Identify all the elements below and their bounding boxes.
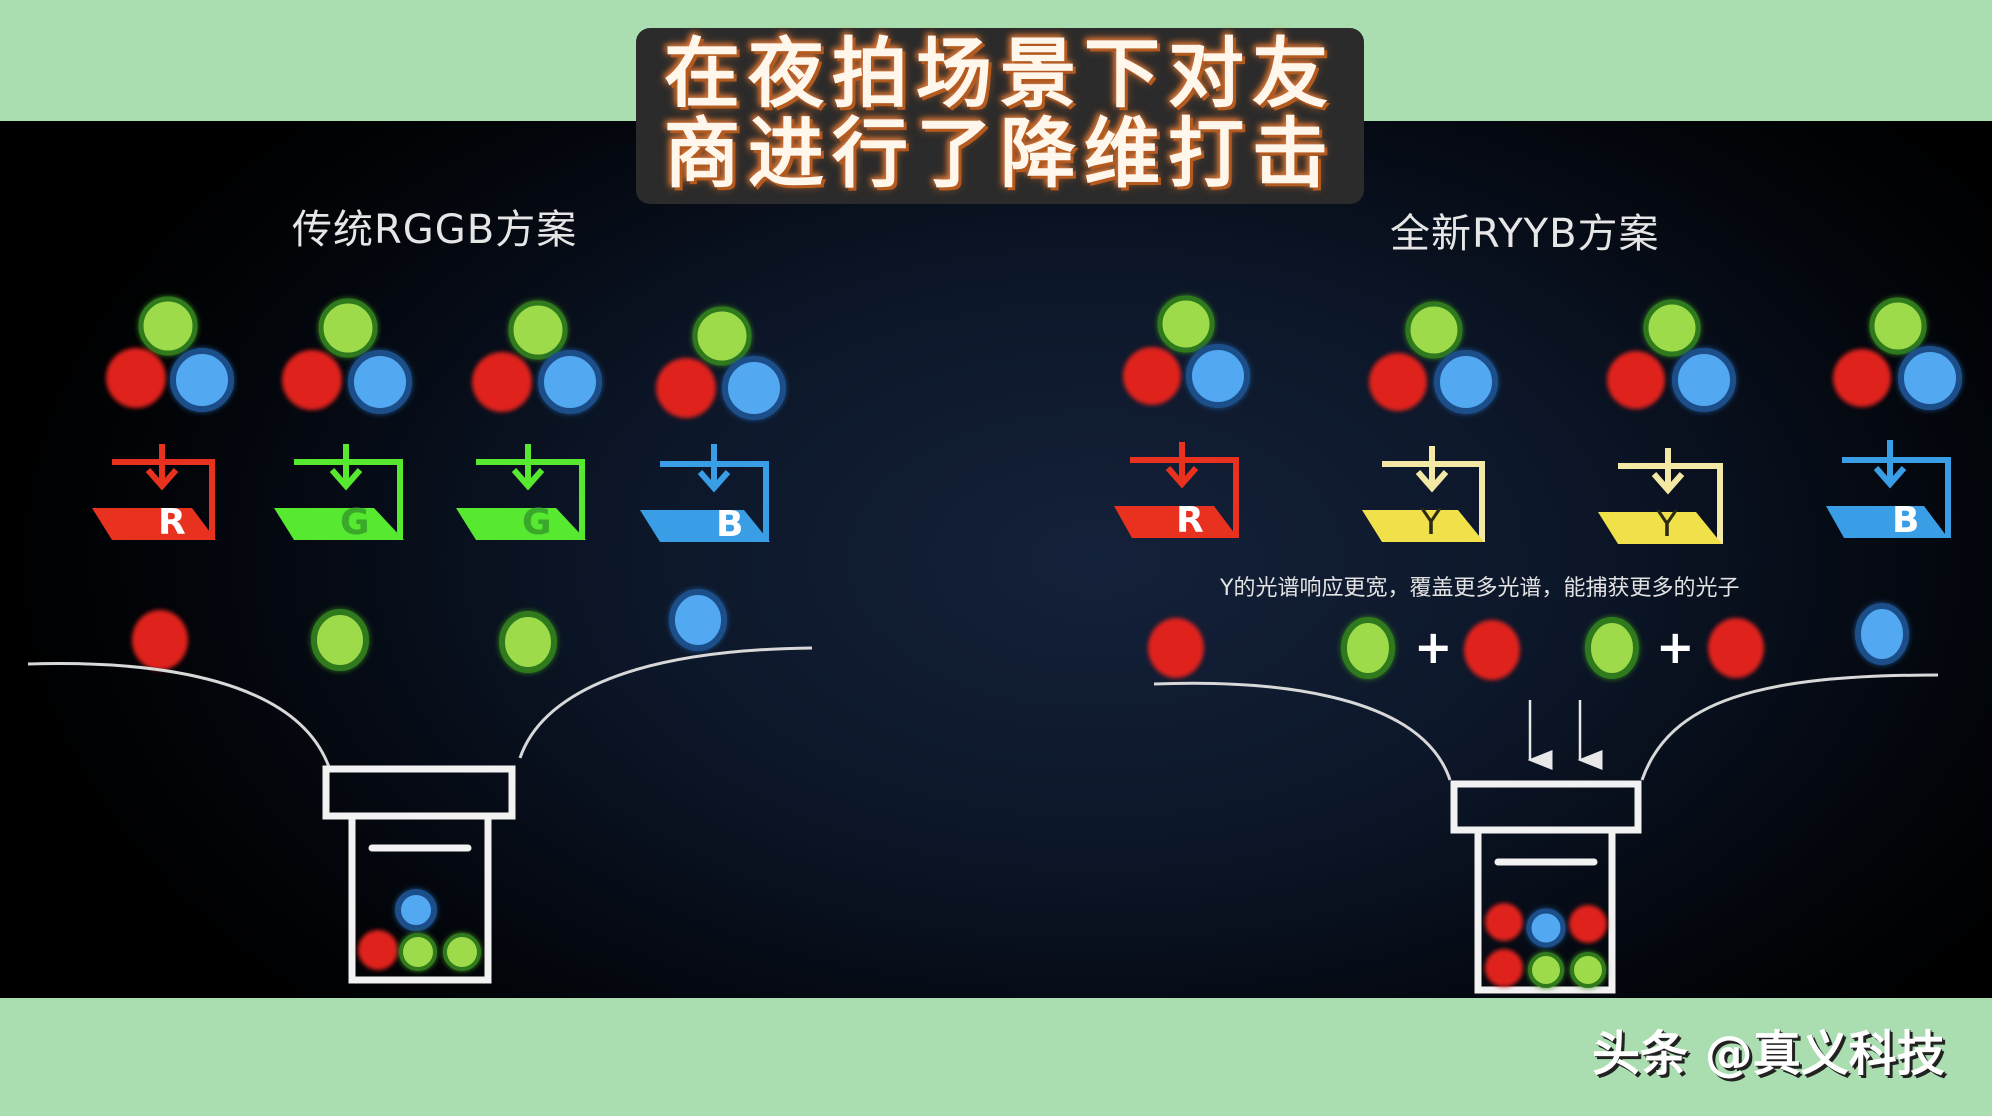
yellow-filter-icon [1598,448,1723,544]
headline-line-2: 商进行了降维打击 [664,109,1336,198]
filter-label-g: G [522,502,552,543]
right-funnel-curve [1640,673,1939,781]
right-captured-photons [1148,603,1909,680]
left-funnel-curve [27,662,332,771]
filter-label-b: B [716,504,744,545]
right-filters [1114,440,1951,544]
yellow-filter-icon [1362,446,1485,542]
filter-label-b: B [1892,500,1920,541]
rgb-cluster-icon [282,298,412,414]
right-funnel-curve [1153,681,1452,781]
ryyb-explanation-note: Y的光谱响应更宽，覆盖更多光谱，能捕获更多的光子 [1220,576,1740,601]
rgb-cluster-icon [1607,299,1736,412]
left-pixel-bin-icon [322,765,516,984]
rgb-cluster-icon [472,300,602,414]
left-light-clusters [106,296,786,420]
rgb-cluster-icon [106,296,234,412]
headline-line-1: 在夜拍场景下对友 [664,29,1336,118]
diagram-stage [0,121,1992,998]
left-captured-photons [132,589,727,673]
rgb-cluster-icon [1123,295,1250,408]
filter-label-y: Y [1420,502,1442,543]
filter-label-r: R [1176,500,1204,541]
filter-label-g: G [340,502,370,543]
left-panel-heading: 传统RGGB方案 [292,207,578,253]
blue-filter-icon [1826,440,1951,538]
plus-icon: + [1656,620,1695,674]
right-light-clusters [1123,295,1962,414]
filter-label-r: R [158,502,186,543]
right-panel-heading: 全新RYYB方案 [1390,211,1660,257]
headline-banner: 在夜拍场景下对友 商进行了降维打击 [636,28,1364,204]
green-filter-icon [456,444,586,540]
filter-label-y: Y [1656,504,1678,545]
green-filter-icon [274,444,404,540]
rgb-cluster-icon [1369,301,1498,414]
left-funnel-curve [518,646,813,759]
right-pixel-bin-icon [1450,780,1642,994]
left-filters [92,444,770,542]
blue-filter-icon [640,444,770,542]
rgb-cluster-icon [656,306,786,420]
plus-icon: + [1414,620,1453,674]
red-filter-icon [92,444,216,540]
source-watermark: 头条 @真义科技 [1592,1026,1945,1082]
red-filter-icon [1114,442,1239,538]
rgb-cluster-icon [1833,297,1962,410]
bottom-green-band [0,998,1992,1116]
